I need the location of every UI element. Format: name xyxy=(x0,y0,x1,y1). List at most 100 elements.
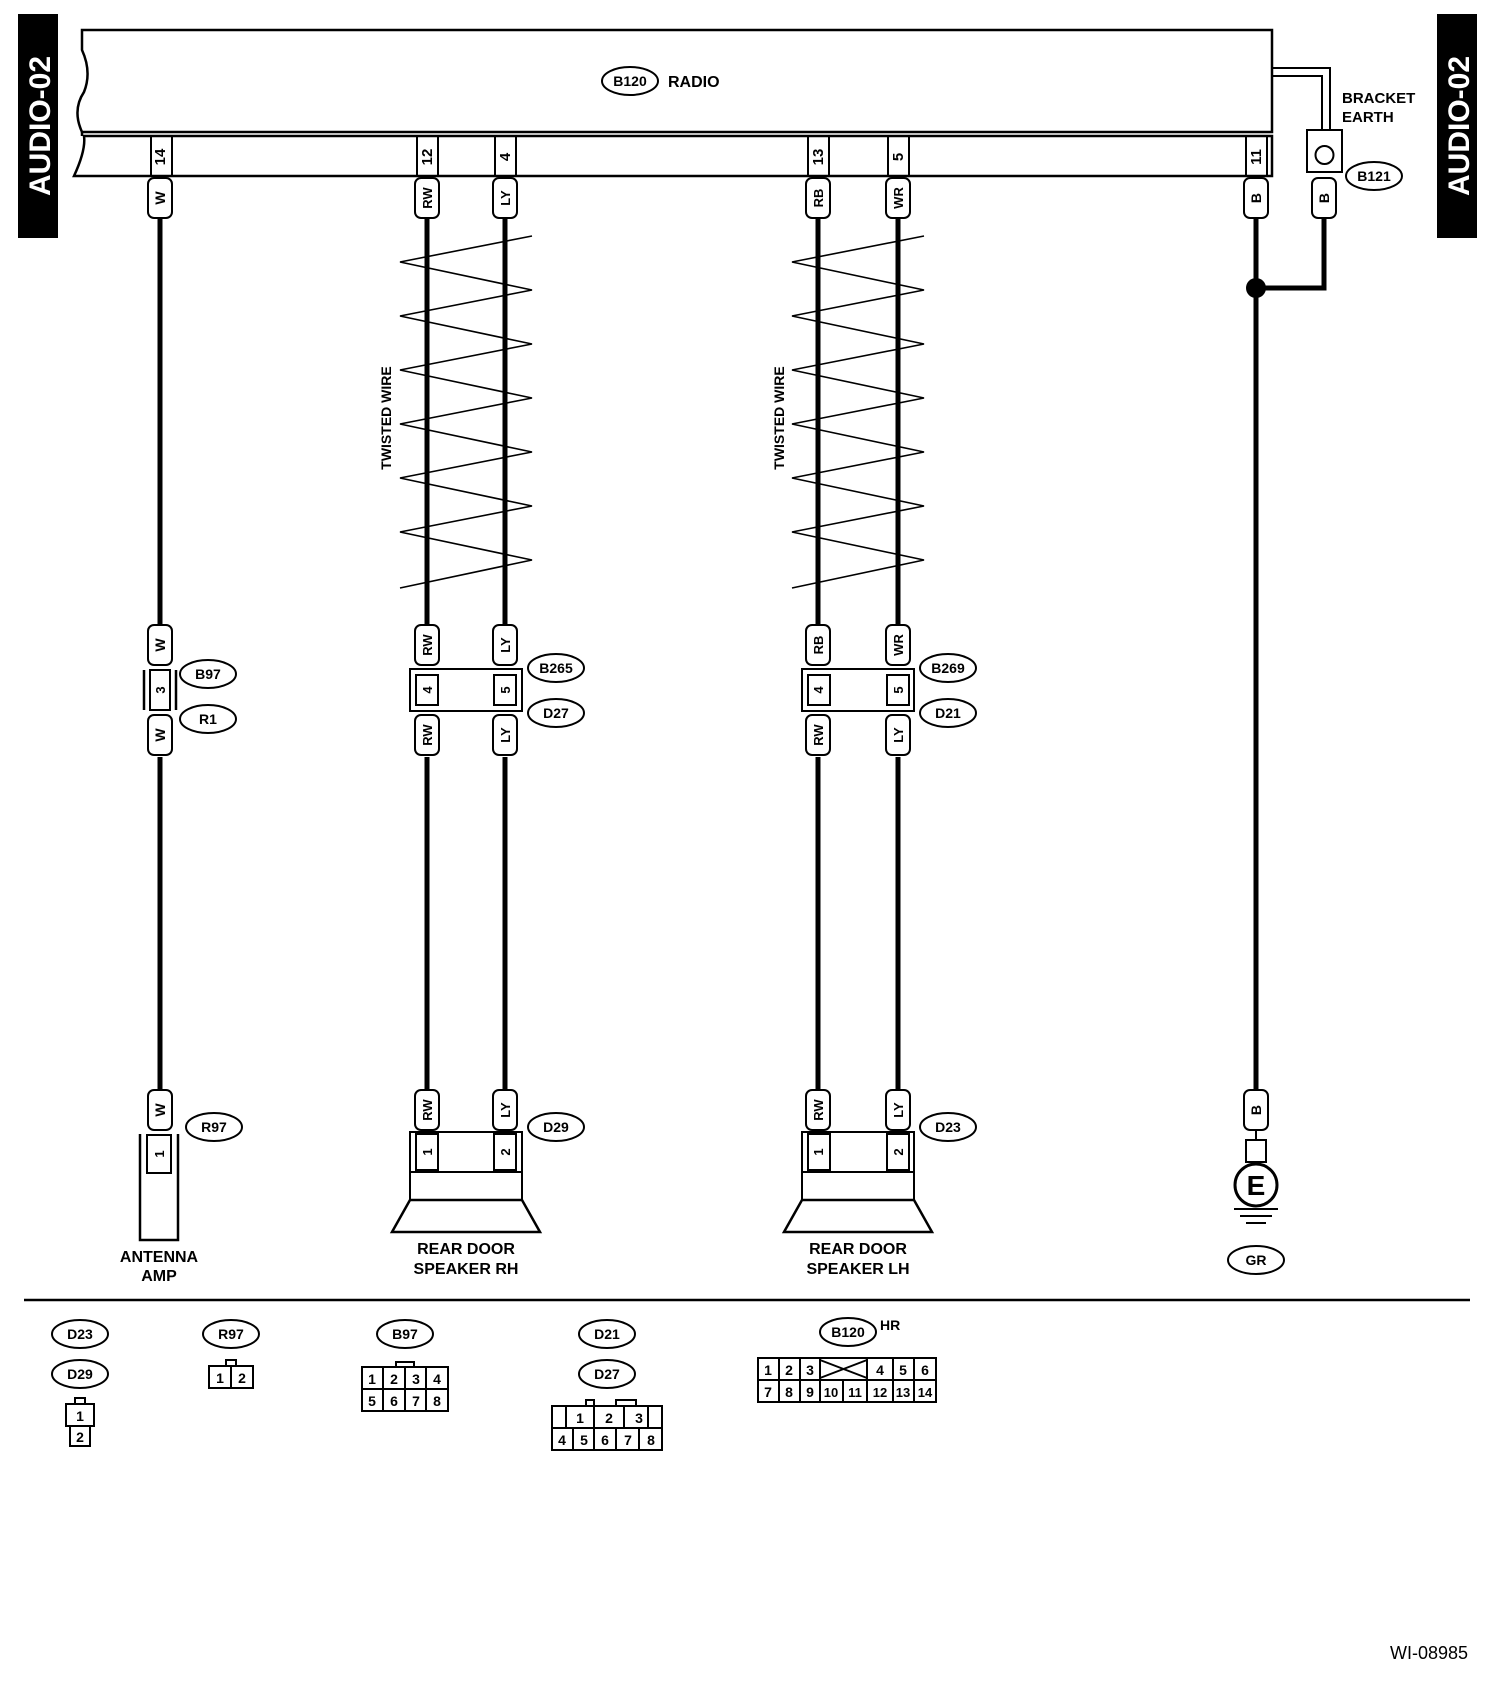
radio-unit: B120 RADIO xyxy=(72,28,1274,178)
svg-text:R1: R1 xyxy=(199,711,217,727)
svg-text:2: 2 xyxy=(76,1429,84,1445)
svg-text:1: 1 xyxy=(764,1362,772,1378)
svg-text:TWISTED WIRE: TWISTED WIRE xyxy=(771,366,787,469)
svg-text:1: 1 xyxy=(216,1370,224,1386)
svg-text:2: 2 xyxy=(891,1148,906,1155)
svg-text:R97: R97 xyxy=(201,1119,227,1135)
legend-b97: B97 1 2 3 4 5 6 7 8 xyxy=(361,1319,449,1412)
ground-circuit: B B B E GR xyxy=(1227,177,1337,1275)
svg-text:LY: LY xyxy=(891,727,906,743)
svg-text:12: 12 xyxy=(873,1385,887,1400)
svg-text:HR: HR xyxy=(880,1317,900,1333)
earth-symbol xyxy=(1233,1162,1279,1208)
svg-text:6: 6 xyxy=(601,1432,609,1448)
svg-text:REAR DOOR: REAR DOOR xyxy=(809,1241,907,1258)
svg-text:1: 1 xyxy=(420,1148,435,1155)
svg-text:1: 1 xyxy=(368,1371,376,1387)
svg-text:4: 4 xyxy=(876,1362,884,1378)
svg-text:RW: RW xyxy=(811,724,826,746)
svg-text:E: E xyxy=(1247,1170,1266,1201)
svg-text:3: 3 xyxy=(635,1410,643,1426)
twisted-pair-rh xyxy=(399,235,533,589)
legend-d23-d29: D23 D29 1 2 xyxy=(51,1319,109,1447)
svg-text:1: 1 xyxy=(576,1410,584,1426)
svg-text:RW: RW xyxy=(811,1099,826,1121)
svg-text:B: B xyxy=(1248,1105,1264,1115)
legend-b120: B120 HR 1 2 3 4 5 6 7 8 9 10 11 12 13 14 xyxy=(757,1317,937,1403)
speaker-lh-body xyxy=(801,1171,915,1201)
svg-text:RB: RB xyxy=(811,189,826,208)
svg-text:B269: B269 xyxy=(931,660,965,676)
svg-text:B265: B265 xyxy=(539,660,573,676)
svg-text:RW: RW xyxy=(420,634,435,656)
svg-text:2: 2 xyxy=(238,1370,246,1386)
svg-text:WR: WR xyxy=(891,634,906,656)
svg-text:W: W xyxy=(152,728,168,742)
svg-text:ANTENNA: ANTENNA xyxy=(120,1249,199,1266)
svg-text:14: 14 xyxy=(152,148,169,165)
svg-text:RB: RB xyxy=(811,636,826,655)
svg-text:5: 5 xyxy=(899,1362,907,1378)
svg-text:SPEAKER RH: SPEAKER RH xyxy=(414,1261,519,1278)
svg-text:4: 4 xyxy=(420,686,435,694)
radio-connector-tag xyxy=(601,66,659,96)
svg-text:2: 2 xyxy=(498,1148,513,1155)
svg-text:SPEAKER LH: SPEAKER LH xyxy=(806,1261,909,1278)
svg-text:RW: RW xyxy=(420,724,435,746)
svg-text:5: 5 xyxy=(580,1432,588,1448)
svg-text:TWISTED WIRE: TWISTED WIRE xyxy=(378,366,394,469)
svg-text:D29: D29 xyxy=(67,1366,93,1382)
radio-pin-labels: 14 12 4 13 5 11 xyxy=(150,136,1268,176)
svg-text:2: 2 xyxy=(605,1410,613,1426)
svg-text:11: 11 xyxy=(1248,149,1265,165)
svg-text:B97: B97 xyxy=(195,666,221,682)
svg-text:B: B xyxy=(1248,193,1264,203)
svg-text:W: W xyxy=(152,638,168,652)
svg-text:8: 8 xyxy=(785,1384,793,1400)
svg-text:5: 5 xyxy=(498,686,513,693)
svg-text:GR: GR xyxy=(1246,1252,1267,1268)
svg-text:BRACKET: BRACKET xyxy=(1342,90,1415,107)
svg-text:9: 9 xyxy=(806,1384,814,1400)
svg-text:5: 5 xyxy=(891,686,906,693)
svg-text:14: 14 xyxy=(918,1385,933,1400)
svg-text:D21: D21 xyxy=(594,1326,620,1342)
svg-text:AMP: AMP xyxy=(141,1268,177,1285)
svg-text:D27: D27 xyxy=(543,705,569,721)
svg-text:13: 13 xyxy=(896,1385,910,1400)
svg-text:REAR DOOR: REAR DOOR xyxy=(417,1241,515,1258)
doc-id: WI-08985 xyxy=(1390,1643,1468,1663)
bracket-earth: BRACKET EARTH B121 xyxy=(1272,67,1415,191)
svg-text:13: 13 xyxy=(810,149,827,166)
svg-text:1: 1 xyxy=(152,1150,167,1157)
svg-text:D21: D21 xyxy=(935,705,961,721)
svg-text:RADIO: RADIO xyxy=(668,74,720,91)
svg-text:B97: B97 xyxy=(392,1326,418,1342)
svg-text:8: 8 xyxy=(433,1393,441,1409)
svg-text:7: 7 xyxy=(764,1384,772,1400)
svg-text:D27: D27 xyxy=(594,1366,620,1382)
speaker-rh-body xyxy=(409,1171,523,1201)
twisted-pair-lh xyxy=(791,235,925,589)
svg-text:LY: LY xyxy=(498,727,513,743)
svg-text:8: 8 xyxy=(647,1432,655,1448)
svg-text:AUDIO-02: AUDIO-02 xyxy=(24,56,57,196)
speaker-lh-circuit: TWISTED WIRE RB WR RB WR 4 5 B269 D21 RW… xyxy=(771,177,977,1278)
svg-text:B120: B120 xyxy=(831,1324,865,1340)
svg-text:12: 12 xyxy=(419,149,436,166)
svg-text:B120: B120 xyxy=(613,73,647,89)
svg-text:2: 2 xyxy=(390,1371,398,1387)
svg-text:3: 3 xyxy=(153,686,168,693)
svg-text:4: 4 xyxy=(558,1432,566,1448)
svg-text:2: 2 xyxy=(785,1362,793,1378)
svg-text:AUDIO-02: AUDIO-02 xyxy=(1443,56,1476,196)
svg-text:D23: D23 xyxy=(935,1119,961,1135)
svg-text:W: W xyxy=(152,191,168,205)
svg-text:5: 5 xyxy=(890,153,907,161)
page-tag-right: AUDIO-02 xyxy=(1437,14,1477,238)
svg-text:6: 6 xyxy=(390,1393,398,1409)
svg-text:1: 1 xyxy=(811,1148,826,1155)
svg-text:LY: LY xyxy=(498,1102,513,1118)
svg-text:5: 5 xyxy=(368,1393,376,1409)
svg-text:6: 6 xyxy=(921,1362,929,1378)
